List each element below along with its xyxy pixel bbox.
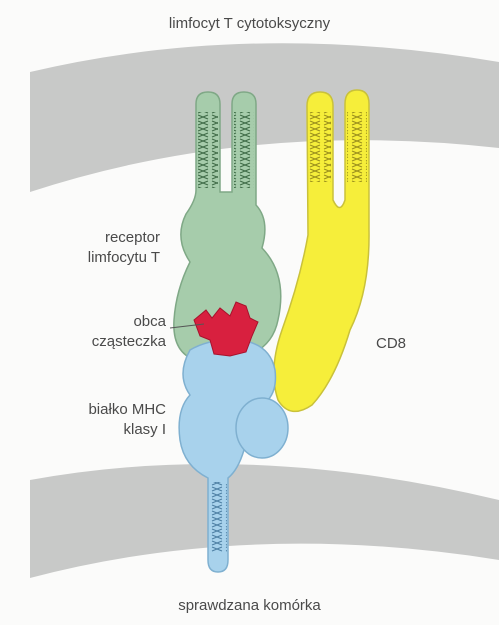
receptor-label-line2: limfocytu T: [28, 248, 160, 267]
receptor-label-line1: receptor: [28, 228, 160, 247]
foreign-molecule-label-line1: obca: [28, 312, 166, 331]
title-top: limfocyt T cytotoksyczny: [0, 14, 499, 33]
title-bottom: sprawdzana komórka: [0, 596, 499, 615]
foreign-molecule-label-line2: cząsteczka: [28, 332, 166, 351]
cd8-label: CD8: [376, 334, 406, 353]
t-cell-membrane: [30, 43, 499, 192]
mhc-label-line2: klasy I: [20, 420, 166, 439]
mhc-label-line1: białko MHC: [20, 400, 166, 419]
target-cell-membrane: [30, 464, 499, 578]
